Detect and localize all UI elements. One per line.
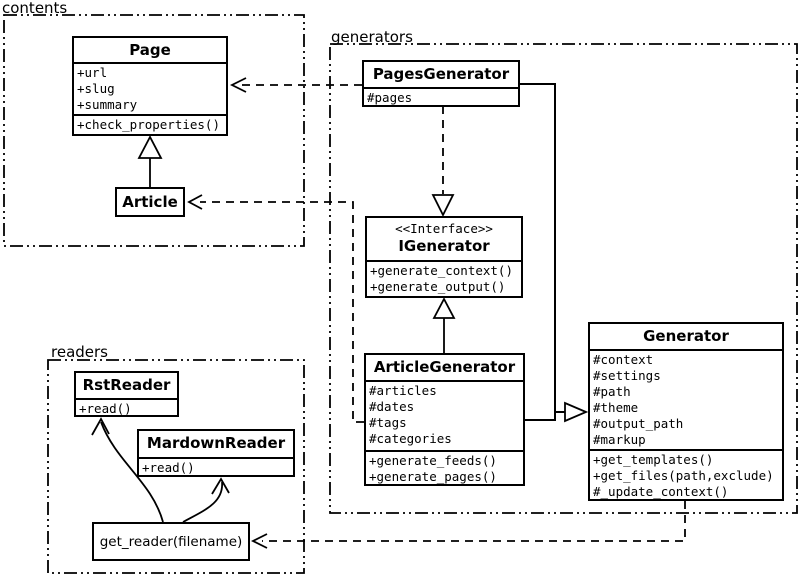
page-methods: +check_properties() [74,114,226,134]
method: #_update_context() [593,484,729,499]
attribute: #categories [369,431,452,446]
igenerator-methods: +generate_context() +generate_output() [367,260,521,296]
attribute: #dates [369,399,415,414]
class-box-igenerator: <<Interface>> IGenerator +generate_conte… [365,216,523,298]
dependency-arrow-pagesgenerator-to-page [229,77,362,93]
attribute: +slug [77,81,115,96]
dependency-arrow-getreader-to-mardownreader [182,477,230,523]
attribute: #pages [367,90,413,105]
class-title-generator: Generator [643,327,729,345]
class-box-articlegenerator: ArticleGenerator #articles #dates #tags … [364,353,525,486]
package-label-generators: generators [331,28,413,46]
attribute: #articles [369,383,437,398]
function-label: get_reader(filename) [99,533,243,550]
class-title-article: Article [122,193,178,211]
attribute: #markup [593,432,646,447]
package-label-readers: readers [51,343,108,361]
inheritance-arrow-article-to-page [137,135,163,187]
dependency-arrow-generator-to-getreader [250,501,686,549]
class-box-rstreader: RstReader +read() [74,371,179,417]
articlegenerator-methods: +generate_feeds() +generate_pages() [366,450,523,484]
attribute: #settings [593,368,661,383]
dependency-arrow-articlegenerator-to-article [187,194,364,423]
package-label-contents: contents [2,0,68,17]
class-box-article: Article [115,187,185,217]
attribute: #context [593,352,654,367]
class-title-rstreader: RstReader [82,376,171,394]
realization-arrow-pagesgenerator-to-igenerator [431,106,455,218]
pagesgenerator-attributes: #pages [364,87,518,105]
class-title-pagesgenerator: PagesGenerator [372,65,510,83]
inheritance-arrow-generators-to-generator [520,83,589,423]
attribute: +summary [77,97,138,112]
method: +generate_output() [370,279,506,294]
class-box-page: Page +url +slug +summary +check_properti… [72,36,228,136]
method: +generate_context() [370,263,513,278]
stereotype-label: <<Interface>> [395,221,493,236]
attribute: #theme [593,400,639,415]
method: +check_properties() [77,117,220,132]
method: +get_files(path,exclude) [593,468,774,483]
page-attributes: +url +slug +summary [74,62,226,114]
method: +read() [79,401,132,416]
attribute: #tags [369,415,407,430]
function-box-get-reader: get_reader(filename) [92,522,250,561]
method: +read() [142,460,195,475]
rstreader-methods: +read() [76,398,177,416]
class-title-articlegenerator: ArticleGenerator [373,358,516,376]
attribute: #path [593,384,631,399]
generator-methods: +get_templates() +get_files(path,exclude… [590,449,782,499]
method: +get_templates() [593,452,714,467]
realization-arrow-articlegenerator-to-igenerator [432,297,456,353]
class-box-generator: Generator #context #settings #path #them… [588,322,784,501]
attribute: +url [77,65,108,80]
mardownreader-methods: +read() [139,457,293,475]
attribute: #output_path [593,416,684,431]
class-box-pagesgenerator: PagesGenerator #pages [362,60,520,107]
class-title-mardownreader: MardownReader [146,434,286,452]
generator-attributes: #context #settings #path #theme #output_… [590,349,782,449]
articlegenerator-attributes: #articles #dates #tags #categories [366,380,523,450]
method: +generate_feeds() [369,453,497,468]
class-title-igenerator: IGenerator [398,237,490,255]
class-title-page: Page [129,41,171,59]
method: +generate_pages() [369,469,497,484]
class-box-mardownreader: MardownReader +read() [137,429,295,477]
igenerator-header: <<Interface>> IGenerator [367,218,521,260]
